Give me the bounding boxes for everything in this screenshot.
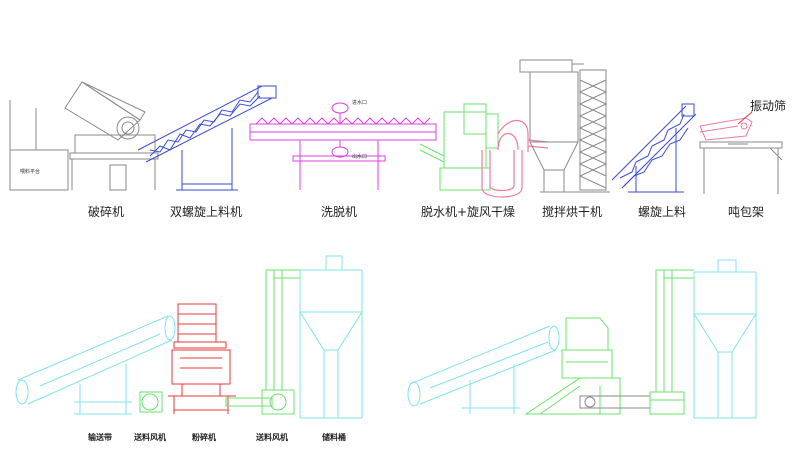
dewatering-machine — [419, 103, 499, 191]
storage-silo-left — [299, 255, 363, 419]
feed-platform-label: 喂料平台 — [20, 168, 40, 175]
screw-feeder — [611, 103, 697, 193]
stirring-dryer — [519, 59, 610, 193]
label-screw-feeder: 螺旋上料 — [638, 205, 686, 219]
label-ton-bag-rack: 吨包架 — [728, 205, 764, 219]
cyclone-drying-duct — [481, 119, 549, 198]
washing-separator: 进水口 出水口 — [249, 99, 437, 190]
label-feed-fan-1: 送料风机 — [133, 432, 166, 442]
feed-fan-right — [649, 269, 694, 415]
label-dewatering-cyclone-drying: 脱水机+旋风干燥 — [421, 204, 515, 219]
label-feed-fan-2: 送料风机 — [255, 432, 288, 442]
double-screw-feeder — [137, 85, 277, 191]
feed-pipe-left — [225, 397, 273, 407]
label-conveyor-belt: 输送带 — [88, 432, 112, 442]
label-pulverizer: 粉碎机 — [192, 432, 216, 442]
water-inlet-label: 进水口 — [352, 99, 367, 106]
conveyor-belt-left — [15, 315, 176, 415]
label-vibrating-screen: 振动筛 — [750, 98, 786, 113]
vibrating-screen — [699, 117, 753, 141]
pulverizer-right — [524, 317, 621, 415]
label-crusher: 破碎机 — [88, 204, 124, 219]
feed-fan-left-2 — [261, 269, 300, 415]
crusher-with-feed-platform: 喂料平台 — [9, 81, 159, 191]
pulverizer-left — [168, 303, 236, 414]
water-outlet-label: 出水口 — [352, 153, 367, 160]
label-washing-separator: 洗脱机 — [321, 204, 357, 219]
label-double-screw-feeder: 双螺旋上料机 — [170, 205, 242, 219]
storage-silo-right — [693, 259, 757, 419]
conveyor-belt-right — [407, 325, 560, 414]
label-stirring-dryer: 搅拌烘干机 — [542, 204, 602, 219]
feed-fan-left-1 — [139, 391, 163, 413]
feed-pipe-right — [579, 395, 651, 409]
label-storage-silo: 储料桶 — [321, 432, 346, 442]
ton-bag-rack — [699, 141, 783, 194]
vibrating-screen-leader — [737, 111, 753, 125]
